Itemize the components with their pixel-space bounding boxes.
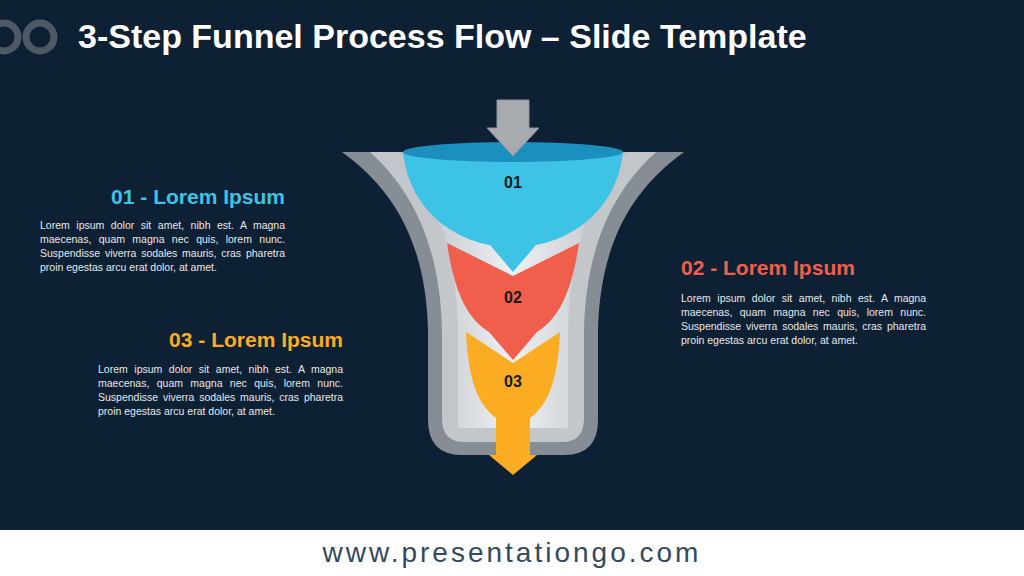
website-watermark: www.presentationgo.com (0, 535, 1024, 571)
step-heading: 01 - Lorem Ipsum (40, 184, 285, 210)
logo-mark (26, 23, 54, 51)
step-number: 02 (483, 288, 543, 308)
stage-body (403, 152, 623, 272)
slide-title: 3-Step Funnel Process Flow – Slide Templ… (78, 16, 807, 56)
step-number: 03 (483, 372, 543, 392)
stage-shape (464, 330, 562, 477)
step-description: Lorem ipsum dolor sit amet, nibh est. A … (681, 291, 926, 347)
funnel-stage: 01 (403, 142, 623, 276)
step-description: Lorem ipsum dolor sit amet, nibh est. A … (40, 218, 285, 274)
step-number: 01 (483, 173, 543, 193)
logo-mark (0, 23, 18, 51)
step-heading: 03 - Lorem Ipsum (98, 327, 343, 353)
funnel-opening (403, 142, 623, 162)
footer-strip (0, 530, 1024, 576)
step-description: Lorem ipsum dolor sit amet, nibh est. A … (98, 362, 343, 418)
step-heading: 02 - Lorem Ipsum (681, 255, 926, 281)
funnel-stage: 03 (464, 330, 562, 477)
funnel-interior (398, 152, 628, 428)
stage-shape (403, 142, 623, 276)
input-arrow (487, 100, 539, 156)
stage-body (466, 332, 560, 475)
funnel-stage: 02 (445, 241, 581, 362)
